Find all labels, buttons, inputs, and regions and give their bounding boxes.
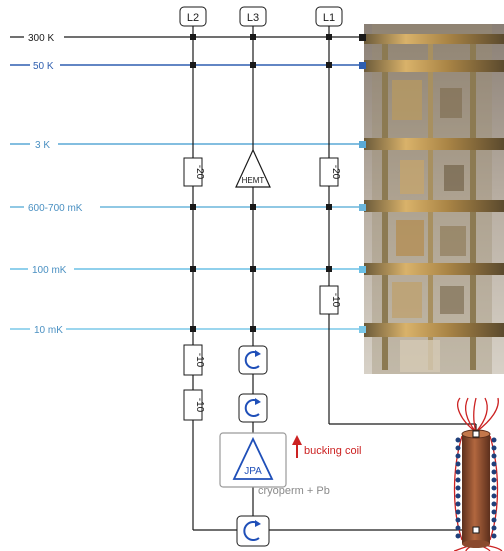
- hemt-amplifier: HEMT: [236, 150, 270, 187]
- stage-label-50k: 50 K: [33, 61, 54, 72]
- circulator-icon: [239, 346, 267, 374]
- bucking-coil-label: bucking coil: [304, 445, 361, 457]
- attenuators: -20 -20 -10 -10 -10: [184, 158, 341, 420]
- svg-text:-20: -20: [194, 165, 205, 180]
- svg-text:-10: -10: [194, 398, 205, 413]
- stage-label-600mk: 600-700 mK: [28, 203, 83, 214]
- stage-label-10mk: 10 mK: [34, 325, 63, 336]
- cryoperm-label: cryoperm + Pb: [258, 485, 330, 497]
- attenuator-l2-lower-b: -10: [184, 390, 205, 420]
- attenuator-l1-3k: -20: [320, 158, 341, 186]
- attenuator-l1-100mk: -10: [320, 286, 341, 314]
- cryostat-photo: [359, 24, 504, 374]
- line-label-l3: L3: [247, 12, 259, 24]
- svg-text:-20: -20: [330, 165, 341, 180]
- attenuator-l2-lower-a: -10: [184, 345, 205, 375]
- line-labels: L2 L3 L1: [180, 7, 342, 26]
- attenuator-l2-3k: -20: [184, 158, 205, 186]
- stage-label-300k: 300 K: [28, 33, 54, 44]
- svg-text:-10: -10: [194, 353, 205, 368]
- stage-label-100mk: 100 mK: [32, 265, 67, 276]
- line-label-l1: L1: [323, 12, 335, 24]
- svg-text:-10: -10: [330, 293, 341, 308]
- circulator-icon: [237, 516, 269, 546]
- jpa-shield: JPA: [220, 433, 286, 487]
- svg-text:JPA: JPA: [244, 466, 262, 477]
- line-label-l2: L2: [187, 12, 199, 24]
- sample-coil: [454, 398, 502, 551]
- stage-label-3k: 3 K: [35, 140, 50, 151]
- circulator-icon: [239, 394, 267, 422]
- svg-text:HEMT: HEMT: [242, 176, 265, 185]
